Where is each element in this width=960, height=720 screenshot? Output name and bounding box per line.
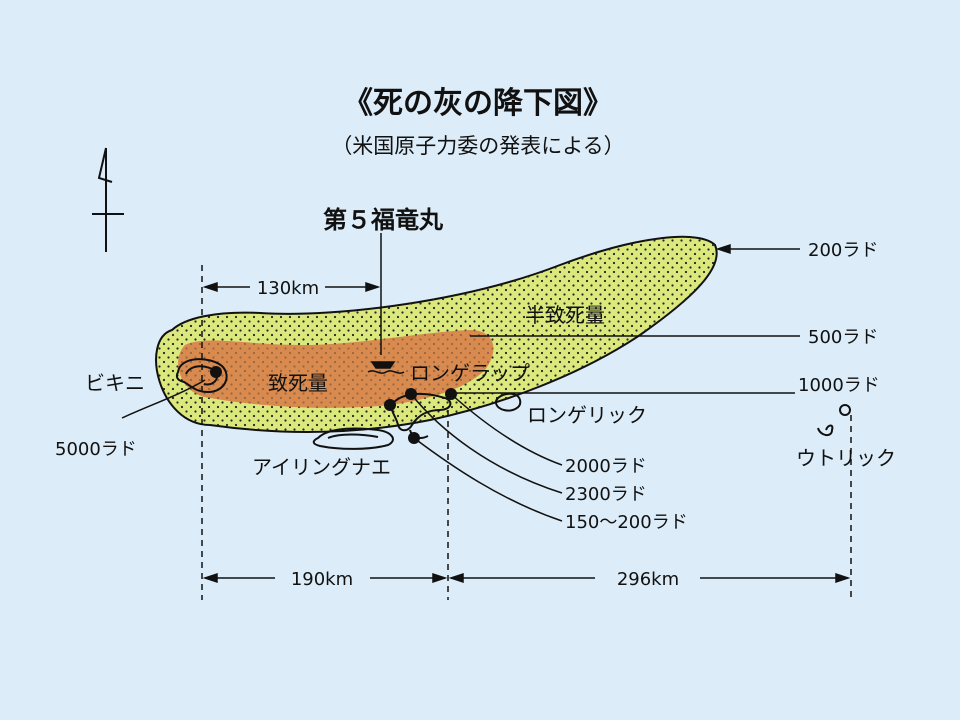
leader-5000rad (121, 379, 206, 419)
half-lethal-label: 半致死量 (525, 303, 605, 327)
distance-130km: 130km (257, 278, 319, 299)
map-subtitle: （米国原子力委の発表による） (331, 134, 624, 158)
lethal-label: 致死量 (268, 371, 328, 395)
distance-190km: 190km (291, 569, 353, 590)
bikini-atoll (175, 358, 228, 394)
ailinginae-label: アイリングナエ (252, 455, 391, 479)
bikini-label: ビキニ (85, 371, 145, 395)
leader-150-200rad (413, 437, 563, 522)
dose-2000-label: 2000ラド (565, 456, 647, 477)
dose-500-label: 500ラド (808, 327, 878, 348)
utirik-atoll (817, 424, 834, 436)
distance-296km: 296km (617, 569, 679, 590)
utirik-label: ウトリック (796, 446, 896, 470)
leader-2300rad (410, 393, 563, 494)
north-arrow-icon (92, 147, 124, 252)
ship-label: 第５福竜丸 (323, 206, 444, 234)
map-title: 《死の灰の降下図》 (343, 86, 613, 121)
rongelap-atoll (390, 392, 452, 432)
rongelap-label: ロンゲラップ (410, 361, 530, 385)
ship-icon (367, 361, 405, 374)
ailinginae-atoll (312, 427, 394, 450)
rongelap-site-dot-3 (384, 399, 396, 411)
utirik-islet (839, 404, 851, 416)
bikini-site-dot (210, 366, 222, 378)
leader-2000rad (450, 393, 563, 466)
dose-200-label: 200ラド (808, 240, 878, 261)
rongerik-label: ロンゲリック (527, 403, 647, 427)
dose-150-200-label: 150～200ラド (565, 512, 688, 533)
dose-1000-label: 1000ラド (798, 375, 880, 396)
dose-5000-label: 5000ラド (55, 439, 137, 460)
dose-2300-label: 2300ラド (565, 484, 647, 505)
